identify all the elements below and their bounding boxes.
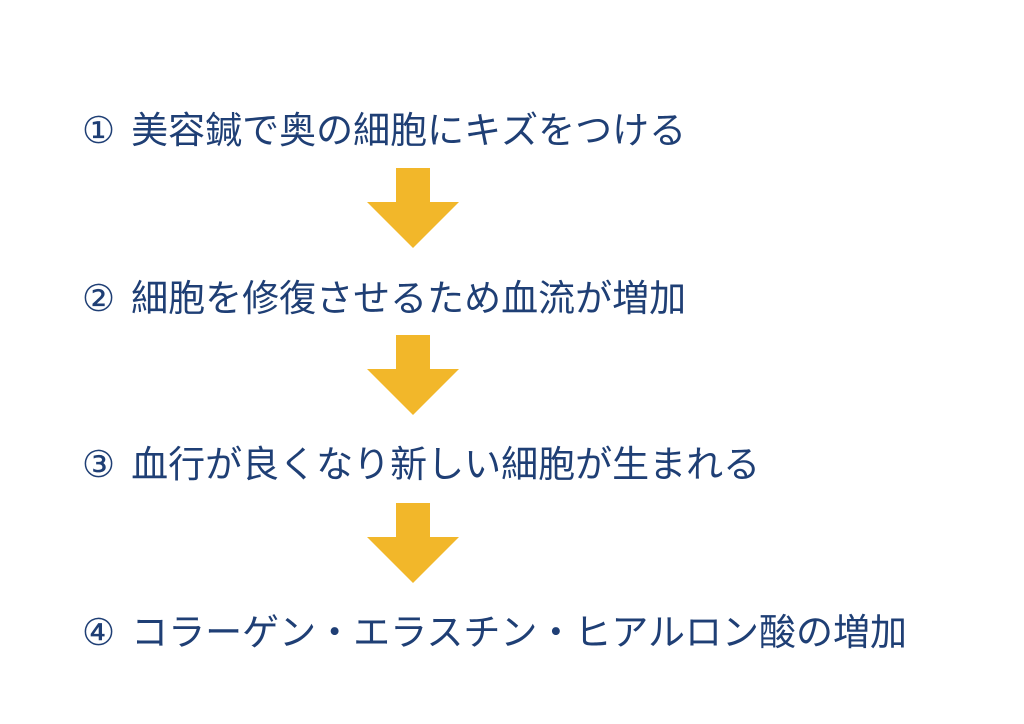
step-text: 血行が良くなり新しい細胞が生まれる	[131, 443, 761, 486]
step-number: ①	[82, 109, 116, 152]
step-number: ②	[82, 277, 116, 320]
down-arrow-icon	[367, 335, 459, 415]
down-arrow-icon	[367, 503, 459, 583]
down-arrow-icon	[367, 168, 459, 248]
step-number: ④	[82, 611, 116, 654]
step-text: 細胞を修復させるため血流が増加	[131, 277, 687, 320]
step-text: 美容鍼で奥の細胞にキズをつける	[131, 109, 687, 152]
step-1: ① 美容鍼で奥の細胞にキズをつける	[82, 112, 686, 149]
step-text: コラーゲン・エラスチン・ヒアルロン酸の増加	[131, 611, 908, 654]
step-3: ③ 血行が良くなり新しい細胞が生まれる	[82, 446, 760, 483]
step-number: ③	[82, 443, 116, 486]
step-2: ② 細胞を修復させるため血流が増加	[82, 280, 686, 317]
step-4: ④ コラーゲン・エラスチン・ヒアルロン酸の増加	[82, 614, 907, 651]
